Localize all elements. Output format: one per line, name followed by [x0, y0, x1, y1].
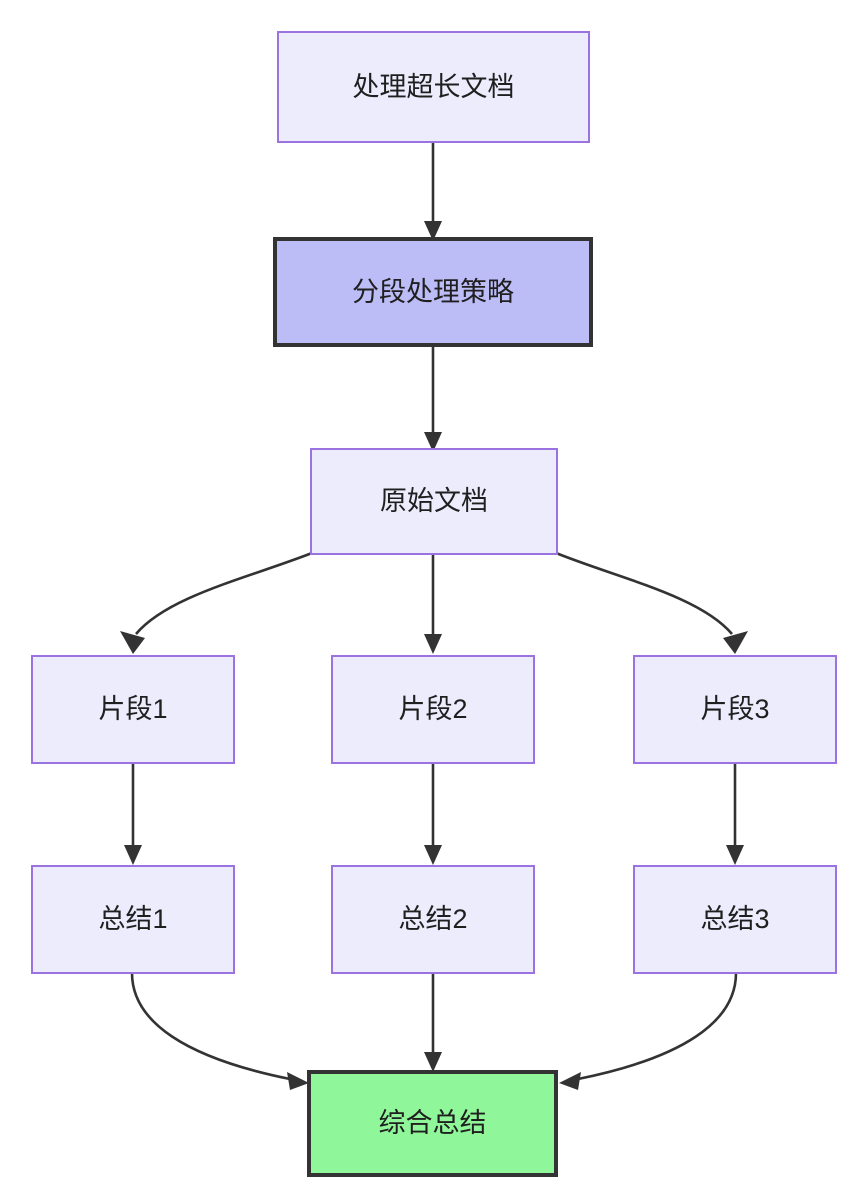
node-source-doc-label: 原始文档 [380, 486, 488, 517]
edge-source-doc-to-fragment-2 [424, 553, 442, 654]
node-source-doc[interactable]: 原始文档 [310, 448, 558, 555]
edge-summary-3-to-final-summary [559, 972, 738, 1090]
edge-long-doc-to-chunk-strategy [424, 143, 442, 241]
node-summary-3-label: 总结3 [700, 904, 770, 935]
node-fragment-1[interactable]: 片段1 [31, 655, 235, 764]
node-final-summary-label: 综合总结 [378, 1108, 487, 1139]
node-summary-1-label: 总结1 [98, 904, 168, 935]
edge-fragment-2-to-summary-2 [424, 764, 442, 865]
node-fragment-2-label: 片段2 [398, 694, 468, 725]
node-long-doc[interactable]: 处理超长文档 [277, 31, 590, 143]
node-long-doc-label: 处理超长文档 [352, 71, 515, 102]
node-fragment-2[interactable]: 片段2 [331, 655, 535, 764]
node-chunk-strategy[interactable]: 分段处理策略 [273, 237, 593, 347]
node-summary-2[interactable]: 总结2 [331, 865, 535, 974]
edge-fragment-3-to-summary-3 [726, 764, 744, 865]
edge-fragment-1-to-summary-1 [124, 764, 142, 865]
edge-source-doc-to-fragment-3 [555, 551, 748, 654]
node-chunk-strategy-label: 分段处理策略 [352, 276, 514, 307]
node-fragment-1-label: 片段1 [98, 694, 168, 725]
node-summary-2-label: 总结2 [398, 904, 468, 935]
edge-chunk-strategy-to-source-doc [424, 345, 442, 452]
node-fragment-3-label: 片段3 [700, 694, 770, 725]
edge-summary-2-to-final-summary [424, 973, 442, 1072]
node-fragment-3[interactable]: 片段3 [633, 655, 837, 764]
node-summary-3[interactable]: 总结3 [633, 865, 837, 974]
node-summary-1[interactable]: 总结1 [31, 865, 235, 974]
edge-source-doc-to-fragment-1 [120, 551, 313, 654]
edge-summary-1-to-final-summary [130, 972, 309, 1090]
node-final-summary[interactable]: 综合总结 [307, 1070, 558, 1177]
